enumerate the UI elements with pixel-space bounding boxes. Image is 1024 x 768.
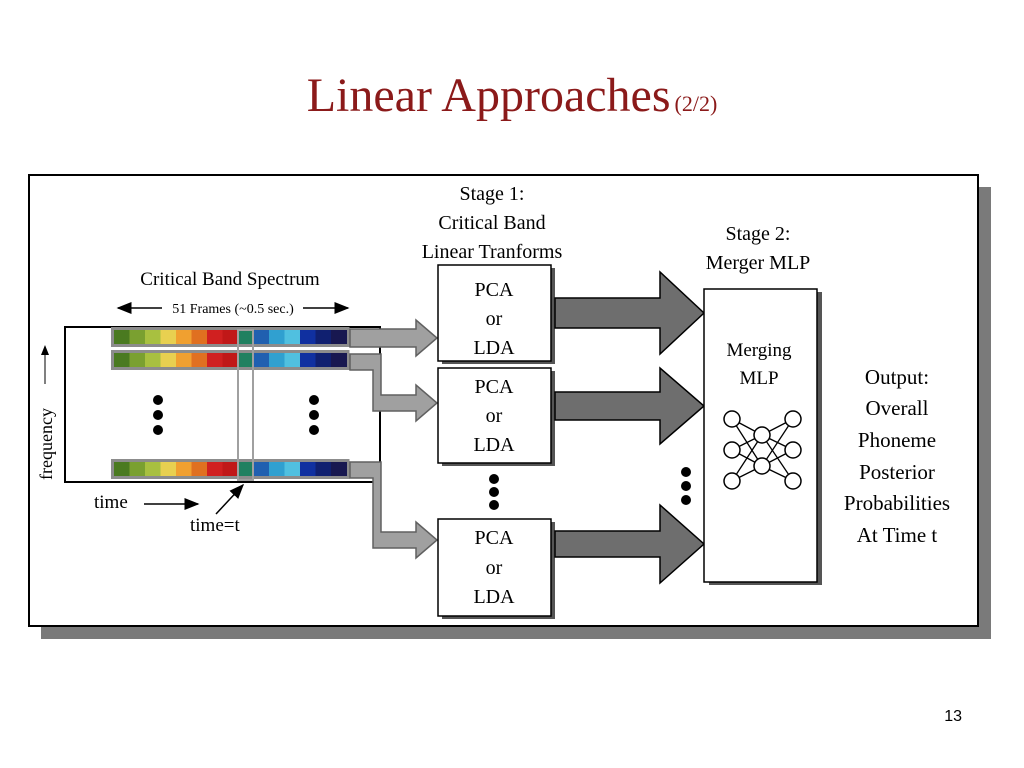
slide-title-main: Linear Approaches	[306, 69, 671, 122]
spectrum-cell	[191, 353, 208, 367]
page-number: 13	[944, 708, 962, 725]
svg-text:At Time t: At Time t	[857, 523, 938, 547]
spectrum-cell	[253, 462, 270, 476]
spectrum-cell	[176, 353, 192, 367]
spectrum-cell	[114, 330, 130, 344]
spectrum-cell	[300, 330, 316, 344]
stage2-line2: Merger MLP	[706, 252, 811, 274]
spectrum-cell	[145, 353, 161, 367]
input-arrows	[349, 318, 439, 560]
spectrum-row-3	[111, 459, 350, 479]
spectrum-cell	[315, 353, 332, 367]
svg-text:Overall: Overall	[866, 396, 929, 420]
time-t-label: time=t	[190, 515, 240, 536]
frames-label: 51 Frames (~0.5 sec.)	[172, 302, 294, 317]
pca-box-1: PCA or LDA	[437, 264, 555, 364]
spectrum-cell	[331, 462, 347, 476]
time-label: time	[94, 492, 128, 513]
pca-box-2: PCA or LDA	[437, 367, 555, 466]
spectrum-cell	[207, 462, 223, 476]
spectrum-cell	[129, 353, 146, 367]
spectrum-cell	[238, 353, 254, 367]
output-arrows	[554, 270, 706, 585]
svg-text:PCA: PCA	[475, 376, 514, 398]
time-t-arrow	[215, 483, 245, 515]
spectrum-cell	[145, 330, 161, 344]
spectrum-cell	[300, 353, 316, 367]
neural-network-icon	[723, 410, 802, 490]
spectrum-cell	[253, 330, 270, 344]
spectrum-cell	[269, 462, 285, 476]
spectrum-cell	[222, 330, 239, 344]
spectrum-cell	[331, 353, 347, 367]
svg-text:or: or	[486, 308, 503, 330]
spectrum-cell	[191, 330, 208, 344]
spectrum-cell	[222, 462, 239, 476]
spectrum-cell	[269, 353, 285, 367]
spectrum-cell	[284, 330, 301, 344]
svg-text:MLP: MLP	[739, 368, 778, 389]
spectrum-cell	[160, 330, 177, 344]
svg-text:Posterior: Posterior	[859, 460, 935, 484]
svg-text:Probabilities: Probabilities	[844, 491, 950, 515]
pca-ellipsis	[489, 474, 499, 510]
spectrum-label: Critical Band Spectrum	[140, 269, 320, 290]
stage1-title: Stage 1:	[460, 183, 525, 205]
svg-text:Output:: Output:	[865, 365, 929, 389]
spectrum-row-2	[111, 350, 350, 370]
spectrum-cell	[114, 462, 130, 476]
spectrum-cell	[145, 462, 161, 476]
frequency-label: frequency	[36, 408, 56, 480]
spectrum-cell	[160, 462, 177, 476]
stage2-title: Stage 2:	[726, 223, 791, 245]
spectrum-cell	[315, 462, 332, 476]
slide-title-suffix: (2/2)	[674, 91, 718, 116]
spectrum-row-1	[111, 327, 350, 347]
spectrum-cell	[284, 353, 301, 367]
stage1-line3: Linear Tranforms	[422, 241, 563, 263]
spectrum-cell	[114, 353, 130, 367]
spectrum-cell	[176, 462, 192, 476]
svg-text:or: or	[486, 405, 503, 427]
spectrum-cell	[269, 330, 285, 344]
spectrum-ellipsis-right	[309, 395, 319, 435]
spectrum-cell	[222, 353, 239, 367]
svg-text:LDA: LDA	[473, 586, 515, 608]
svg-text:LDA: LDA	[473, 434, 515, 456]
spectrum-ellipsis-left	[153, 395, 163, 435]
spectrum-cell	[253, 353, 270, 367]
slide-title: Linear Approaches (2/2)	[0, 68, 1024, 123]
spectrum-cell	[176, 330, 192, 344]
spectrum-cell	[331, 330, 347, 344]
mlp-ellipsis	[681, 467, 691, 505]
spectrum-cell	[129, 330, 146, 344]
merging-mlp-box: Merging MLP	[703, 288, 822, 585]
architecture-diagram: Stage 1: Critical Band Linear Tranforms …	[28, 174, 991, 639]
svg-text:LDA: LDA	[473, 337, 515, 359]
pca-box-3: PCA or LDA	[437, 518, 555, 619]
spectrum-cell	[207, 353, 223, 367]
svg-text:or: or	[486, 557, 503, 579]
svg-text:PCA: PCA	[475, 279, 514, 301]
output-text: Output: Overall Phoneme Posterior Probab…	[844, 365, 950, 547]
spectrum-cell	[191, 462, 208, 476]
spectrum-cell	[284, 462, 301, 476]
svg-text:Phoneme: Phoneme	[858, 428, 936, 452]
spectrum-cell	[315, 330, 332, 344]
spectrum-cell	[207, 330, 223, 344]
spectrum-cell	[300, 462, 316, 476]
svg-text:PCA: PCA	[475, 527, 514, 549]
svg-text:Merging: Merging	[726, 340, 792, 361]
spectrum-cell	[160, 353, 177, 367]
spectrum-cell	[129, 462, 146, 476]
stage1-line2: Critical Band	[438, 212, 545, 234]
spectrum-cell	[238, 330, 254, 344]
spectrum-cell	[238, 462, 254, 476]
time-t-column	[237, 329, 254, 481]
